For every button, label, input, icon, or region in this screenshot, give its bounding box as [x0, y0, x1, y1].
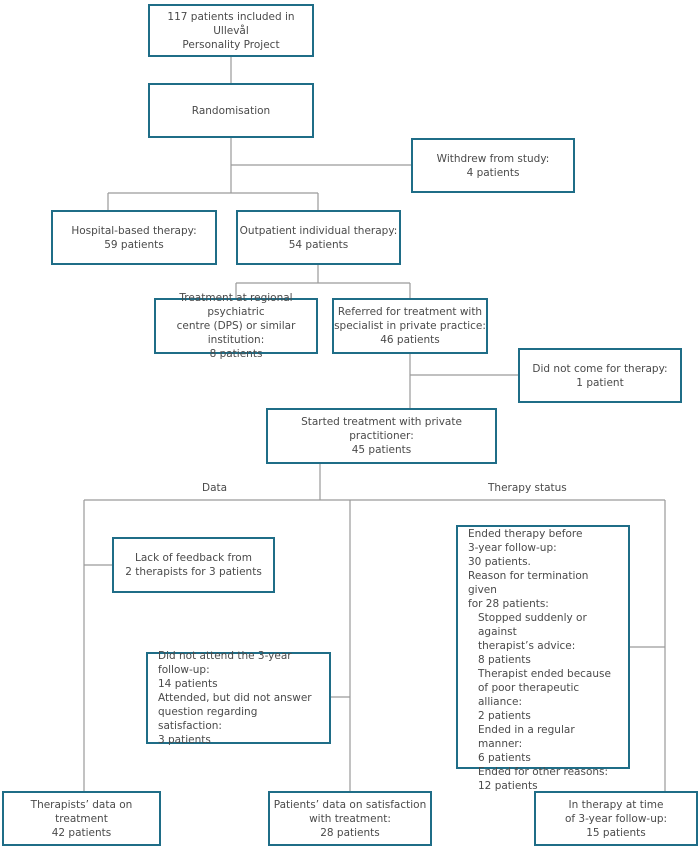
- hospital-line2: 59 patients: [104, 238, 164, 251]
- started-treatment-box: Started treatment with private practitio…: [266, 408, 497, 464]
- withdrew-line1: Withdrew from study:: [436, 152, 550, 165]
- referred-line1: Referred for treatment with: [337, 306, 483, 318]
- hospital-therapy-box: Hospital-based therapy: 59 patients: [51, 210, 217, 265]
- regional-line1: Treatment at regional psychiatric: [179, 292, 293, 318]
- followup-line1: Did not attend the 3-year follow-up:: [158, 650, 292, 676]
- started-line1: Started treatment with private practitio…: [301, 416, 462, 442]
- patients-data-line2: with treatment:: [309, 812, 391, 825]
- outpatient-line2: 54 patients: [288, 238, 349, 251]
- therapists-data-line2: treatment: [55, 812, 108, 825]
- hospital-line1: Hospital-based therapy:: [71, 224, 197, 237]
- did-not-come-line2: 1 patient: [576, 376, 624, 389]
- referred-line2: specialist in private practice:: [334, 320, 486, 332]
- reason-therapist-ended: Therapist ended because: [478, 668, 611, 680]
- lack-feedback-box: Lack of feedback from 2 therapists for 3…: [112, 537, 275, 593]
- outpatient-therapy-box: Outpatient individual therapy: 54 patien…: [236, 210, 401, 265]
- in-therapy-line1: In therapy at time: [568, 798, 664, 811]
- ended-l4: Reason for termination given: [468, 570, 589, 596]
- therapists-data-box: Therapists’ data on treatment 42 patient…: [2, 791, 161, 846]
- outpatient-line1: Outpatient individual therapy:: [239, 224, 398, 237]
- regional-line3: 8 patients: [209, 348, 263, 360]
- did-not-come-box: Did not come for therapy: 1 patient: [518, 348, 682, 403]
- referred-private-box: Referred for treatment with specialist i…: [332, 298, 488, 354]
- in-therapy-line2: of 3-year follow-up:: [564, 812, 668, 825]
- followup-box: Did not attend the 3-year follow-up: 14 …: [146, 650, 331, 746]
- lack-feedback-line1: Lack of feedback from: [135, 552, 252, 564]
- patients-data-line1: Patients’ data on satisfaction: [273, 798, 427, 811]
- reason-therapist-ended-2: of poor therapeutic alliance:: [478, 682, 580, 708]
- withdrew-box: Withdrew from study: 4 patients: [411, 138, 575, 193]
- ended-l5: for 28 patients:: [468, 598, 549, 610]
- ended-l3: 30 patients.: [468, 556, 531, 568]
- reason-stopped-suddenly-2: therapist’s advice:: [478, 640, 576, 652]
- started-line2: 45 patients: [351, 444, 412, 456]
- reason-other: Ended for other reasons:: [478, 766, 609, 778]
- ended-l2: 3-year follow-up:: [468, 542, 557, 554]
- regional-line2: centre (DPS) or similar institution:: [176, 320, 296, 346]
- followup-line2: 14 patients: [158, 678, 218, 690]
- randomisation-box: Randomisation: [148, 83, 314, 138]
- randomisation-label: Randomisation: [191, 104, 271, 117]
- reason-other-count: 12 patients: [478, 780, 538, 792]
- followup-line4: question regarding satisfaction:: [158, 706, 258, 732]
- did-not-come-line1: Did not come for therapy:: [532, 362, 668, 375]
- regional-centre-box: Treatment at regional psychiatric centre…: [154, 292, 318, 360]
- patients-data-line3: 28 patients: [320, 826, 380, 839]
- reason-stopped-suddenly: Stopped suddenly or against: [478, 612, 587, 638]
- patients-data-box: Patients’ data on satisfaction with trea…: [268, 791, 432, 846]
- reason-therapist-ended-count: 2 patients: [478, 710, 531, 722]
- data-branch-label: Data: [202, 482, 228, 494]
- reason-stopped-suddenly-count: 8 patients: [478, 654, 531, 666]
- followup-line3: Attended, but did not answer: [158, 692, 312, 704]
- reason-regular-manner: Ended in a regular manner:: [478, 724, 575, 750]
- included-patients-box: 117 patients included in Ullevål Persona…: [148, 4, 314, 57]
- reason-regular-manner-count: 6 patients: [478, 752, 531, 764]
- therapists-data-line1: Therapists’ data on: [30, 798, 133, 811]
- lack-feedback-line2: 2 therapists for 3 patients: [125, 566, 262, 578]
- therapists-data-line3: 42 patients: [51, 826, 112, 839]
- included-line2: Personality Project: [182, 38, 280, 51]
- ended-l1: Ended therapy before: [468, 528, 583, 540]
- therapy-status-branch-label: Therapy status: [488, 482, 567, 494]
- in-therapy-box: In therapy at time of 3-year follow-up: …: [534, 791, 698, 846]
- referred-line3: 46 patients: [380, 334, 440, 346]
- in-therapy-line3: 15 patients: [586, 826, 646, 839]
- included-line1: 117 patients included in Ullevål: [167, 10, 295, 37]
- followup-line5: 3 patients: [158, 734, 211, 746]
- ended-therapy-box: Ended therapy before 3-year follow-up: 3…: [456, 525, 630, 792]
- withdrew-line2: 4 patients: [466, 166, 520, 179]
